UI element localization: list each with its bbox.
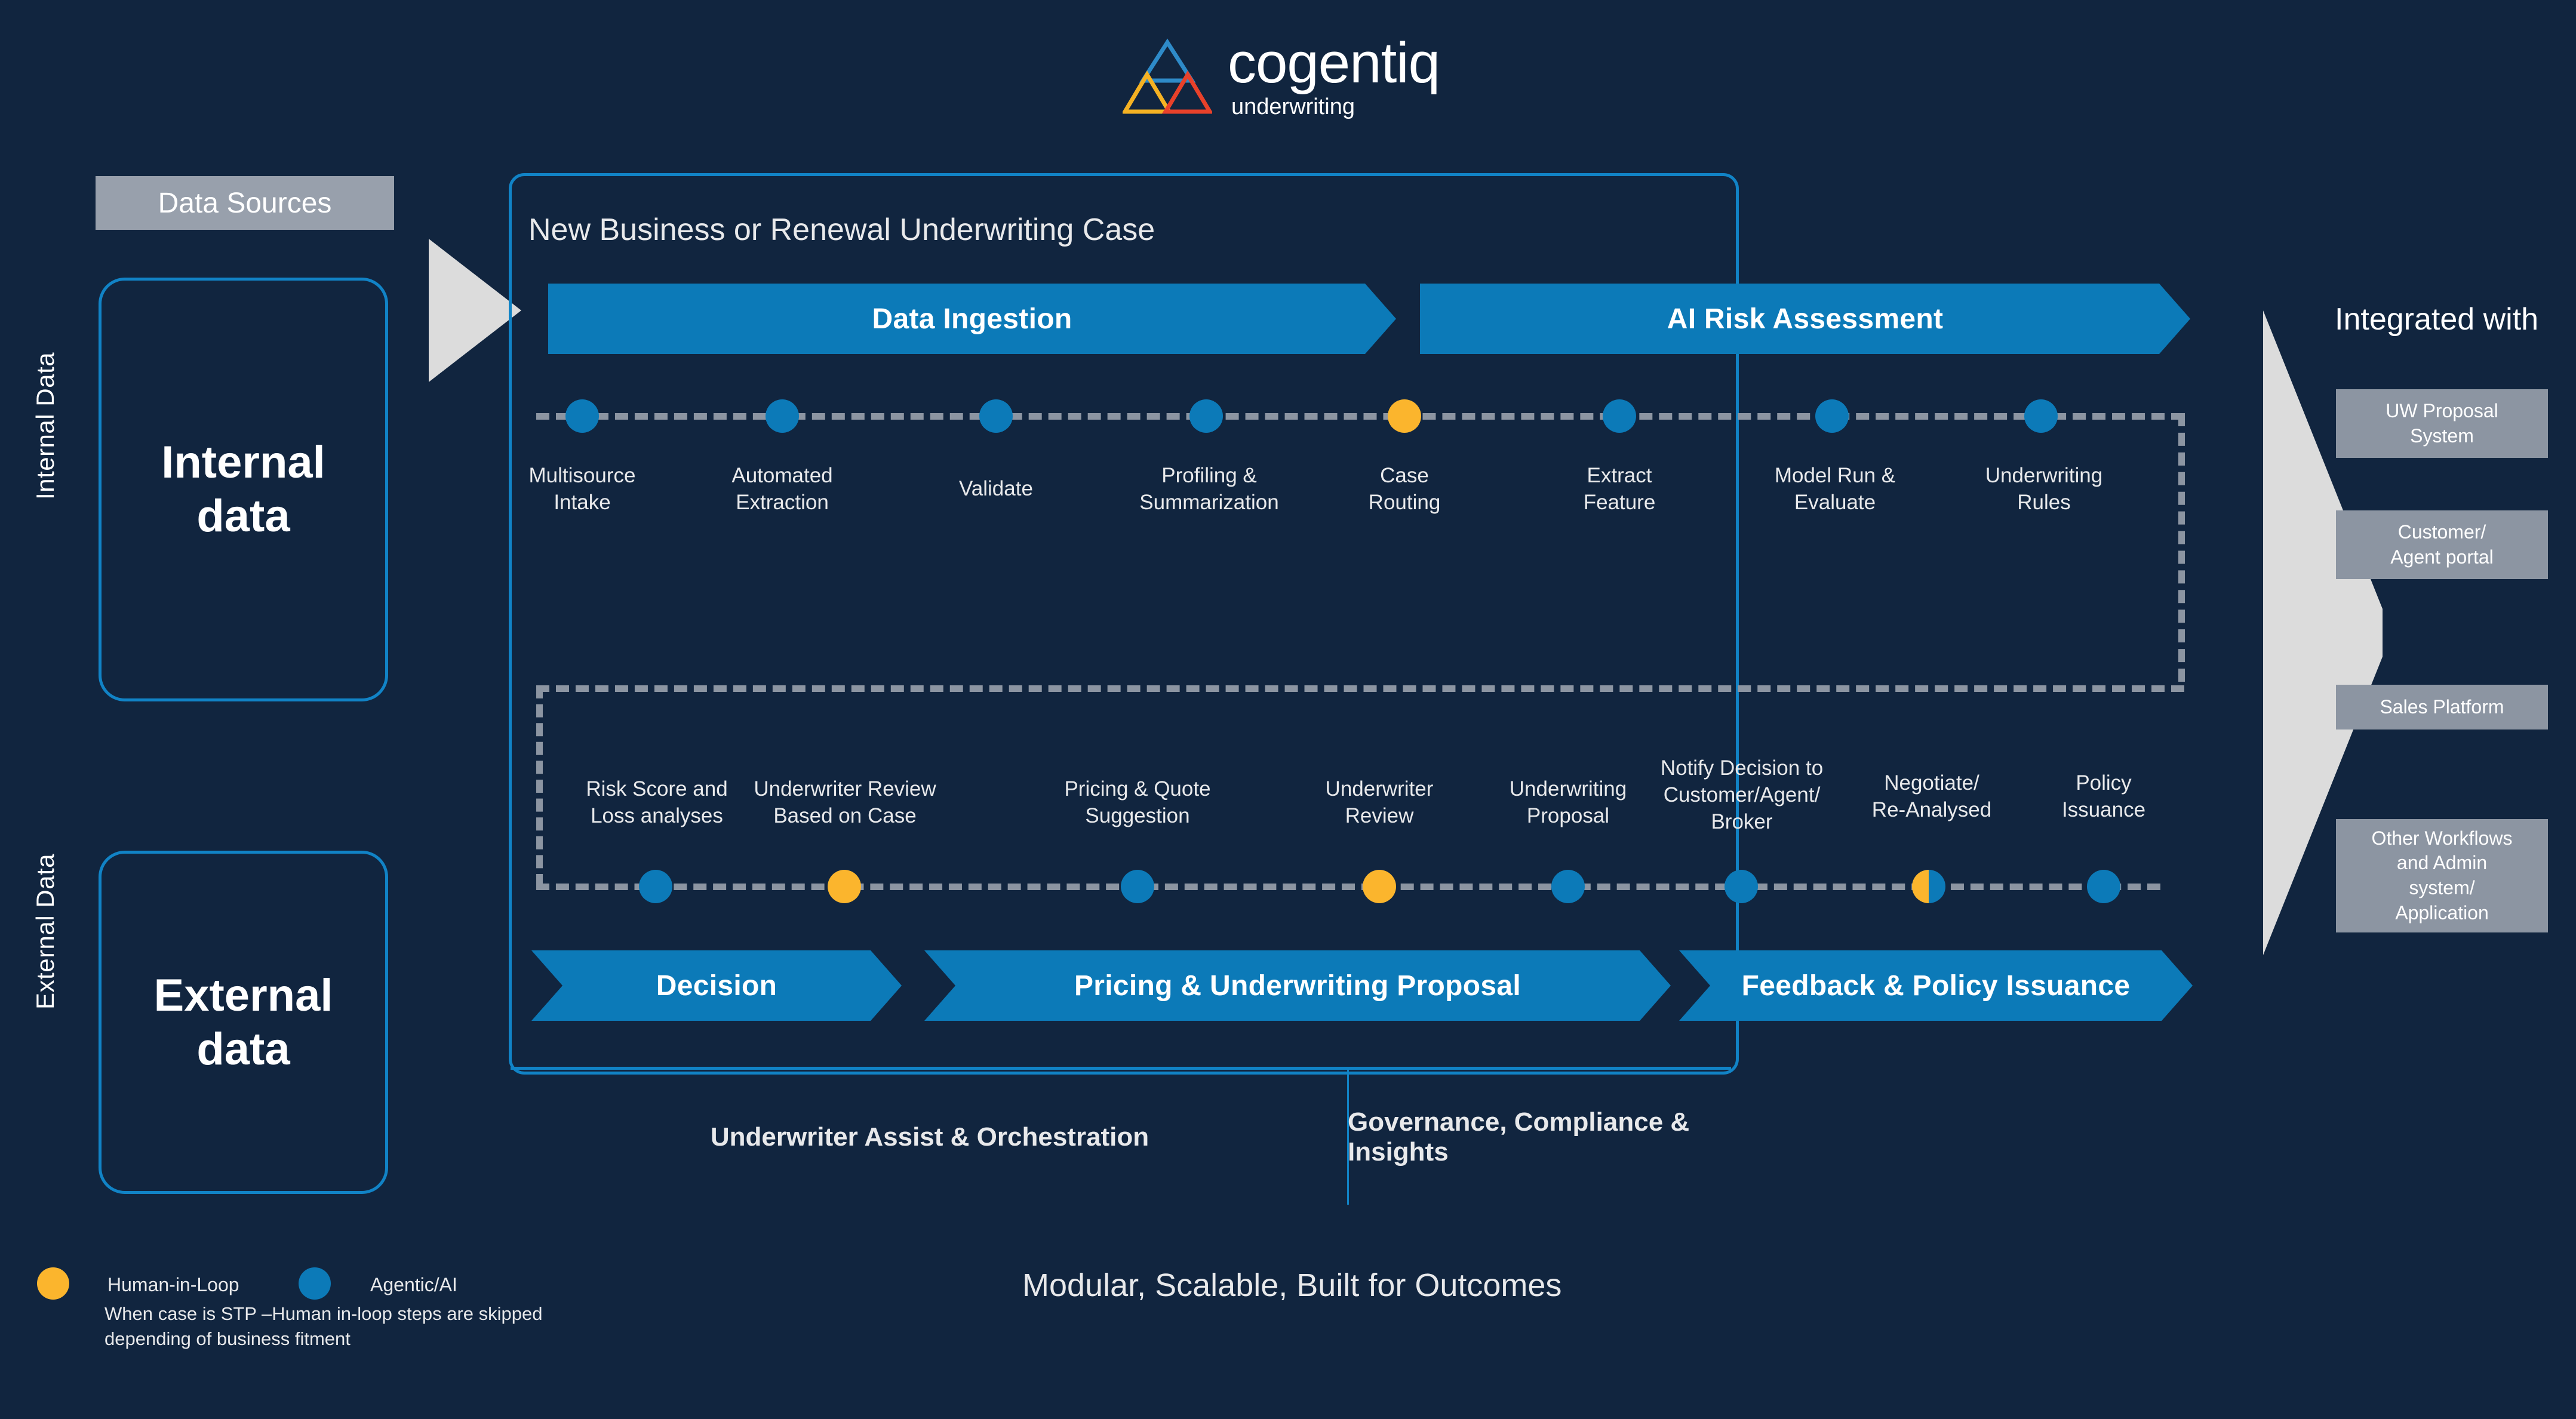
pipeline-node-notify-decision-to-customer-agent-broker[interactable] — [1724, 870, 1758, 903]
pipeline-node-label-underwriter-review: Underwriter Review — [1325, 777, 1434, 827]
pipeline-node-label-validate: Validate — [959, 477, 1033, 500]
pipeline-node-multisource-intake[interactable] — [565, 399, 599, 433]
legend-note: When case is STP –Human in-loop steps ar… — [104, 1303, 543, 1349]
stage-chevron-decision[interactable]: Decision — [531, 950, 902, 1021]
stage-chevron-pricing-underwriting-proposal[interactable]: Pricing & Underwriting Proposal — [924, 950, 1671, 1021]
pipeline-track-row2-left-connector — [536, 685, 543, 887]
integration-box-uw-proposal-system[interactable]: UW Proposal System — [2336, 389, 2548, 458]
pipeline-node-underwriting-proposal[interactable] — [1551, 870, 1585, 903]
data-sources-header: Data Sources — [96, 176, 394, 230]
output-flow-arrow-icon — [2263, 310, 2383, 955]
external-data-axis-label: External Data — [31, 854, 59, 1009]
pipeline-track-row1 — [536, 413, 2184, 420]
internal-data-box[interactable]: Internal data — [99, 278, 388, 701]
pipeline-node-underwriting-rules[interactable] — [2024, 399, 2058, 433]
footer-underwriter-assist: Underwriter Assist & Orchestration — [710, 1122, 1149, 1152]
integration-box-other-workflows-and-admin-system-applicati[interactable]: Other Workflows and Admin system/ Applic… — [2336, 819, 2548, 932]
external-data-box[interactable]: External data — [99, 851, 388, 1194]
pipeline-node-pricing-quote-suggestion[interactable] — [1121, 870, 1154, 903]
pipeline-node-label-profiling-summarization: Profiling & Summarization — [1139, 464, 1279, 514]
pipeline-node-negotiate-re-analysed[interactable] — [1912, 870, 1945, 903]
brand-logo: cogentiq underwriting — [1123, 35, 1440, 118]
pipeline-node-label-multisource-intake: Multisource Intake — [528, 464, 636, 514]
pipeline-node-label-underwriting-rules: Underwriting Rules — [1985, 464, 2103, 514]
pipeline-node-label-extract-feature: Extract Feature — [1583, 464, 1656, 514]
pipeline-node-policy-issuance[interactable] — [2087, 870, 2120, 903]
footer-divider-vertical — [1347, 1069, 1349, 1205]
brand-subtitle: underwriting — [1231, 94, 1355, 119]
legend-human-label: Human-in-Loop — [107, 1274, 239, 1295]
pipeline-node-profiling-summarization[interactable] — [1189, 399, 1223, 433]
pipeline-node-label-notify-decision-to-customer-agent-broker: Notify Decision to Customer/Agent/ Broke… — [1660, 756, 1824, 833]
pipeline-node-label-risk-score-and-loss-analyses: Risk Score and Loss analyses — [586, 777, 728, 827]
pipeline-node-extract-feature[interactable] — [1603, 399, 1636, 433]
integration-box-sales-platform[interactable]: Sales Platform — [2336, 685, 2548, 729]
stage-chevron-ai-risk-assessment[interactable]: AI Risk Assessment — [1420, 284, 2190, 354]
pipeline-node-label-automated-extraction: Automated Extraction — [731, 464, 833, 514]
underwriting-case-panel — [509, 173, 1739, 1075]
pipeline-node-label-underwriting-proposal: Underwriting Proposal — [1509, 777, 1627, 827]
integrated-with-title: Integrated with — [2335, 302, 2539, 337]
pipeline-node-label-pricing-quote-suggestion: Pricing & Quote Suggestion — [1064, 777, 1211, 827]
pipeline-node-validate[interactable] — [979, 399, 1013, 433]
pipeline-node-label-model-run-evaluate: Model Run & Evaluate — [1774, 464, 1896, 514]
stage-chevron-data-ingestion[interactable]: Data Ingestion — [548, 284, 1396, 354]
pipeline-node-automated-extraction[interactable] — [766, 399, 799, 433]
stage-chevron-feedback-policy-issuance[interactable]: Feedback & Policy Issuance — [1679, 950, 2193, 1021]
internal-data-axis-label: Internal Data — [31, 352, 59, 500]
pipeline-node-risk-score-and-loss-analyses[interactable] — [639, 870, 672, 903]
panel-title: New Business or Renewal Underwriting Cas… — [528, 213, 1155, 247]
footer-divider-top — [511, 1067, 1731, 1070]
pipeline-node-underwriter-review-based-on-case[interactable] — [828, 870, 861, 903]
legend-human-dot-icon — [37, 1267, 69, 1300]
footer-governance-compliance: Governance, Compliance & Insights — [1348, 1107, 1690, 1166]
legend-agentic-dot-icon — [299, 1267, 331, 1300]
legend-agentic-label: Agentic/AI — [370, 1274, 457, 1295]
pipeline-node-case-routing[interactable] — [1388, 399, 1421, 433]
cogentiq-triangles-icon — [1123, 38, 1212, 114]
pipeline-track-row2-top-connector — [536, 685, 2184, 692]
pipeline-node-label-case-routing: Case Routing — [1368, 464, 1441, 514]
pipeline-node-label-negotiate-re-analysed: Negotiate/ Re-Analysed — [1871, 771, 1992, 821]
integration-box-customer-agent-portal[interactable]: Customer/ Agent portal — [2336, 510, 2548, 579]
brand-name: cogentiq — [1228, 31, 1440, 95]
tagline: Modular, Scalable, Built for Outcomes — [1022, 1267, 1562, 1303]
pipeline-track-row1-right-connector — [2178, 413, 2185, 682]
pipeline-node-model-run-evaluate[interactable] — [1815, 399, 1849, 433]
pipeline-track-row2 — [536, 884, 2160, 890]
pipeline-node-underwriter-review[interactable] — [1363, 870, 1396, 903]
input-flow-arrow-icon — [429, 239, 521, 382]
pipeline-node-label-policy-issuance: Policy Issuance — [2061, 771, 2146, 821]
pipeline-node-label-underwriter-review-based-on-case: Underwriter Review Based on Case — [754, 777, 936, 827]
